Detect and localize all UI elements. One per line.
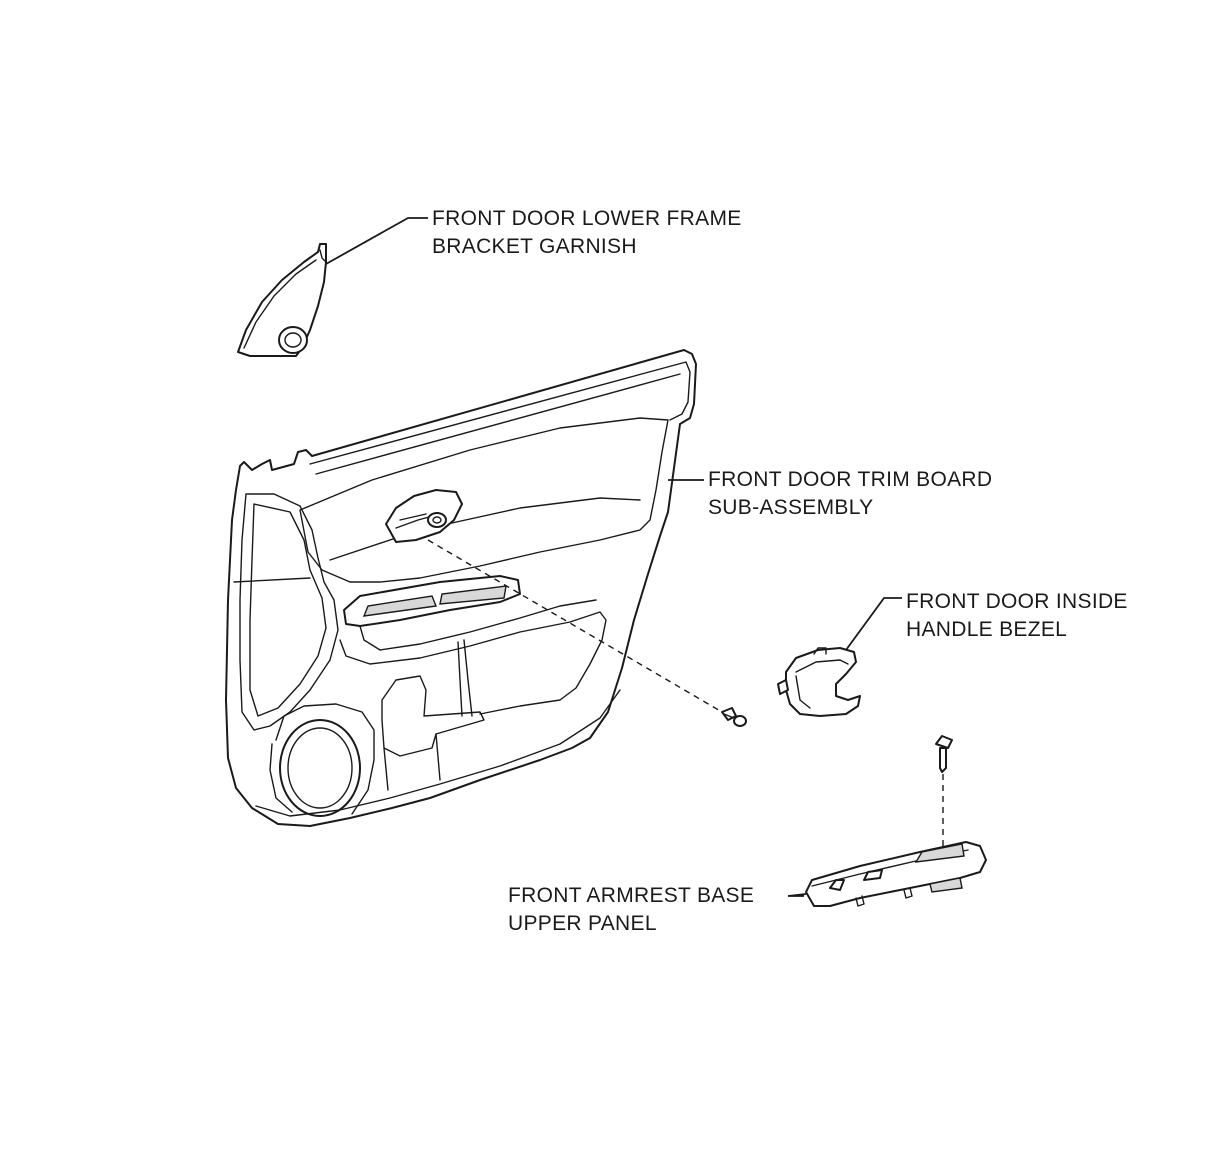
armrest-base-upper-panel [805,735,987,907]
screw-alignment-line [427,539,723,713]
trim-board-screw [721,707,747,727]
label-lower-frame-garnish-line1: FRONT DOOR LOWER FRAME [432,207,742,230]
label-armrest-panel-line2: UPPER PANEL [508,912,657,935]
lower-frame-bracket-garnish [237,243,327,357]
label-lower-frame-garnish-line2: BRACKET GARNISH [432,235,637,258]
leader-armrest-panel [787,893,807,897]
inside-handle-bezel [777,647,861,717]
label-handle-bezel-line2: HANDLE BEZEL [906,618,1067,641]
label-trim-board-line2: SUB-ASSEMBLY [708,496,873,519]
leader-lower-frame-garnish [325,217,428,265]
front-door-trim-board [225,349,697,827]
label-trim-board-line1: FRONT DOOR TRIM BOARD [708,468,992,491]
label-handle-bezel-line1: FRONT DOOR INSIDE [906,590,1128,613]
label-armrest-panel-line1: FRONT ARMREST BASE [508,884,754,907]
leader-handle-bezel [845,597,902,651]
